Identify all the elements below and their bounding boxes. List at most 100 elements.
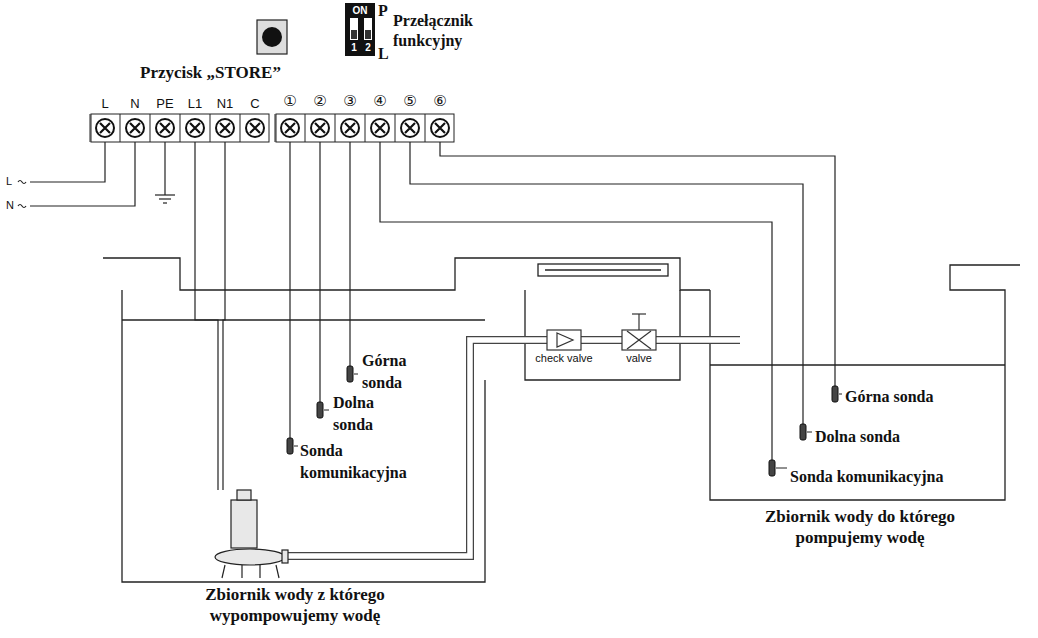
valve-handle <box>632 313 646 314</box>
dip-lever <box>365 30 371 39</box>
terminal-screw <box>305 114 329 142</box>
source-tank-wall <box>122 290 485 582</box>
terminal-label: N1 <box>217 96 234 112</box>
control-label: L <box>378 44 389 64</box>
control-label: P <box>378 1 388 21</box>
probe <box>800 424 806 440</box>
valve-label: check valve <box>535 352 592 366</box>
terminal-blocks <box>90 114 454 142</box>
valve-cross <box>627 331 651 349</box>
dip-slot <box>350 18 358 40</box>
wire-l1 <box>195 142 218 490</box>
valve-pit <box>525 290 680 380</box>
wire-n1 <box>223 142 225 490</box>
control-label: Przycisk „STORE” <box>140 62 281 83</box>
check-valve-arrow <box>557 333 573 347</box>
terminal-label: PE <box>156 96 173 112</box>
terminal-label: C <box>250 96 259 112</box>
terminal-label: N <box>130 96 139 112</box>
probe-label: Sonda komunikacyjna <box>790 466 943 488</box>
tank-caption: Zbiornik wody z którego wypompowujemy wo… <box>175 584 415 626</box>
ground-symbol <box>155 194 175 195</box>
terminal-screw <box>365 114 389 142</box>
leader-line <box>354 374 358 375</box>
probe-label: Dolna sonda <box>333 392 393 436</box>
probe <box>769 460 775 476</box>
ground-symbol <box>159 198 171 199</box>
probe <box>347 366 353 382</box>
pump-cap <box>237 490 251 500</box>
pipe-inner <box>285 340 740 556</box>
terminal-label: ① <box>283 92 296 111</box>
tilde <box>18 205 26 208</box>
tank-caption: Zbiornik wody do którego pompujemy wodę <box>740 506 980 548</box>
pump-body <box>215 549 285 565</box>
probe <box>317 402 323 418</box>
terminal-screw <box>275 114 299 142</box>
pump <box>215 490 288 578</box>
terminal-label: L1 <box>188 96 202 112</box>
control-label: Przełącznik funkcyjny <box>393 11 498 51</box>
pump-leg <box>241 565 242 578</box>
dip-switch <box>345 3 375 56</box>
pump-motor <box>231 500 257 548</box>
probe <box>832 386 838 402</box>
probe-label: Dolna sonda <box>815 426 900 448</box>
ground-symbol <box>163 202 167 203</box>
terminal-screw <box>210 114 234 142</box>
valve-symbol <box>622 330 656 350</box>
pump-outlet <box>282 550 288 563</box>
terminal-label: ⑤ <box>403 92 416 111</box>
supply-label: L <box>6 175 12 189</box>
control-label: 1 <box>351 42 357 55</box>
ground-line <box>103 258 710 290</box>
probe-label: Górna sonda <box>845 386 933 408</box>
tilde <box>18 181 26 184</box>
water-level <box>710 364 1005 365</box>
terminal-screw <box>120 114 144 142</box>
wire-n <box>30 142 135 206</box>
probe-wire <box>380 142 772 460</box>
terminal-screw <box>335 114 359 142</box>
terminal-screw <box>180 114 204 142</box>
terminal-label: ② <box>313 92 326 111</box>
leader-line <box>294 446 298 447</box>
probe-wire <box>289 142 290 438</box>
leader-line <box>839 394 842 395</box>
leader-line <box>807 432 812 433</box>
wire-pe <box>164 142 165 195</box>
pump-leg <box>276 565 279 578</box>
terminal-block <box>276 114 454 142</box>
store-button <box>257 20 287 54</box>
supply-label: N <box>6 199 14 213</box>
tank-outlines <box>103 258 1020 582</box>
water-level <box>122 319 485 320</box>
dip-lever <box>351 30 357 39</box>
store-button-knob <box>262 27 282 47</box>
target-tank-wall <box>710 265 1020 500</box>
pit-cover <box>538 264 668 276</box>
valve-stem <box>638 314 639 330</box>
probe-label: Górna sonda <box>362 350 422 394</box>
control-label: 2 <box>365 42 371 55</box>
wires <box>18 142 835 490</box>
terminal-label: L <box>101 96 108 112</box>
terminal-label: ③ <box>343 92 356 111</box>
probe <box>287 438 293 454</box>
dip-slot <box>364 18 372 40</box>
pump-leg <box>259 565 260 578</box>
check-valve-symbol <box>547 330 581 350</box>
wire-l <box>30 142 105 182</box>
terminal-screw <box>90 114 114 142</box>
pump-leg <box>222 565 225 578</box>
probe-label: Sonda komunikacyjna <box>300 440 420 484</box>
valves <box>547 314 656 350</box>
terminal-screw <box>425 114 449 142</box>
pipe <box>285 340 740 556</box>
terminal-screw <box>150 114 174 142</box>
leader-line <box>776 468 787 469</box>
probe-wire <box>349 142 350 366</box>
terminal-block <box>91 114 269 142</box>
probe-wire <box>319 142 320 402</box>
